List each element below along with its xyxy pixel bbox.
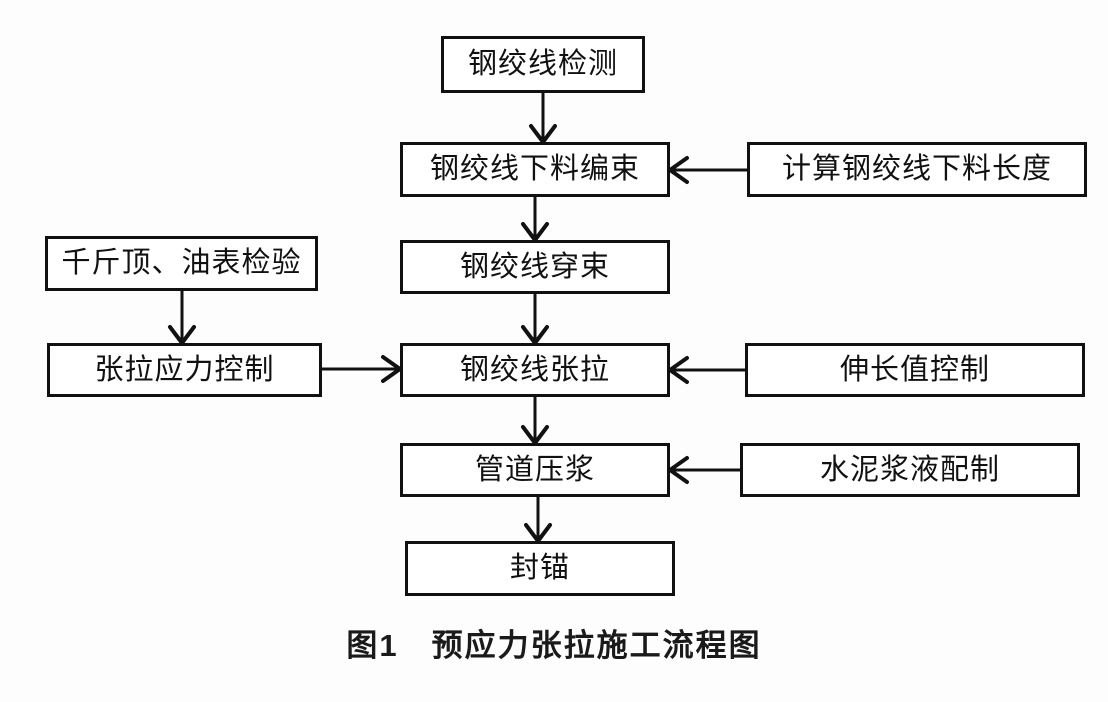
node-label: 管道压浆 [474, 453, 595, 486]
arrowhead-r1-n2 [668, 156, 689, 184]
figure-caption: 图1 预应力张拉施工流程图 [346, 628, 762, 663]
node-strand-cutting-bundling[interactable]: 钢绞线下料编束 [400, 142, 670, 197]
arrowhead-r3-n5 [668, 456, 689, 484]
node-label: 张拉应力控制 [94, 353, 275, 386]
node-calculate-strand-length[interactable]: 计算钢绞线下料长度 [747, 142, 1087, 197]
node-jack-gauge-calibration[interactable]: 千斤顶、油表检验 [45, 236, 318, 291]
node-label: 钢绞线检测 [467, 48, 618, 80]
node-label: 伸长值控制 [839, 353, 990, 386]
node-label: 钢绞线下料编束 [429, 153, 640, 185]
node-cement-grout-preparation[interactable]: 水泥浆液配制 [740, 443, 1080, 497]
node-label: 钢绞线张拉 [459, 353, 610, 386]
node-label: 千斤顶、油表检验 [61, 247, 302, 279]
node-steel-strand-inspection[interactable]: 钢绞线检测 [441, 36, 645, 93]
node-label: 计算钢绞线下料长度 [781, 153, 1052, 185]
node-elongation-control[interactable]: 伸长值控制 [745, 343, 1085, 397]
node-anchor-sealing[interactable]: 封锚 [405, 541, 675, 596]
node-strand-threading[interactable]: 钢绞线穿束 [400, 240, 670, 294]
node-label: 钢绞线穿束 [459, 250, 610, 283]
node-label: 封锚 [509, 552, 570, 584]
node-tension-stress-control[interactable]: 张拉应力控制 [47, 343, 322, 397]
node-label: 水泥浆液配制 [819, 453, 1000, 486]
node-duct-grouting[interactable]: 管道压浆 [400, 443, 670, 497]
node-strand-tensioning[interactable]: 钢绞线张拉 [400, 343, 670, 397]
arrowhead-r2-n4 [668, 356, 689, 384]
